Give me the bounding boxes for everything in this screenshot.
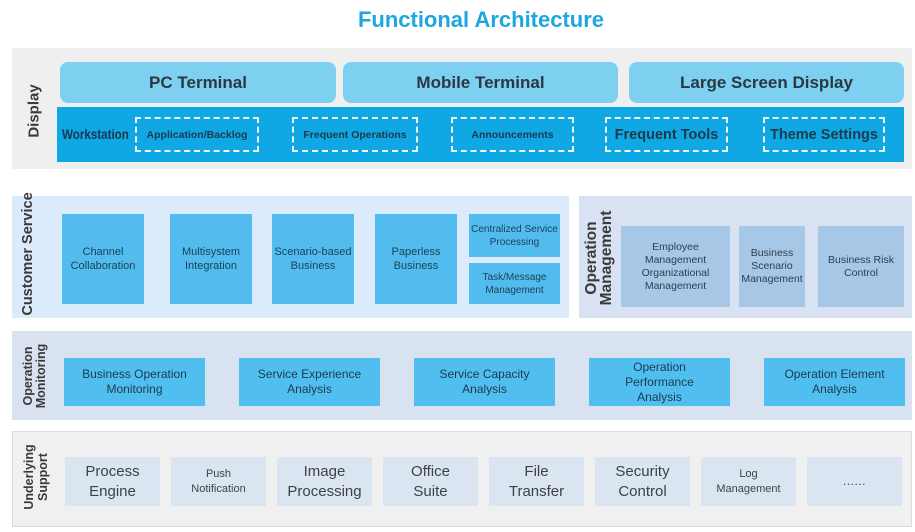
image-processing-box: Image Processing bbox=[277, 457, 372, 506]
operation-monitoring-section: Operation Monitoring Business Operation … bbox=[12, 331, 912, 420]
customer-service-section-label: Customer Service bbox=[20, 192, 36, 316]
operation-monitoring-section-label: Operation Monitoring bbox=[20, 343, 48, 408]
task-message-management-box: Task/Message Management bbox=[469, 263, 560, 304]
office-suite-box: Office Suite bbox=[383, 457, 478, 506]
centralized-service-processing-box: Centralized Service Processing bbox=[469, 214, 560, 257]
business-operation-monitoring-box: Business Operation Monitoring bbox=[64, 358, 205, 406]
large-screen-display-box: Large Screen Display bbox=[629, 62, 904, 103]
multisystem-integration-box: Multisystem Integration bbox=[170, 214, 252, 304]
underlying-support-section-label: Underlying Support bbox=[22, 444, 50, 510]
paperless-business-box: Paperless Business bbox=[375, 214, 457, 304]
log-management-box: Log Management bbox=[701, 457, 796, 506]
application-backlog-box: Application/Backlog bbox=[135, 117, 259, 152]
operation-element-analysis-box: Operation Element Analysis bbox=[764, 358, 905, 406]
display-section: Display PC Terminal Mobile Terminal Larg… bbox=[12, 48, 912, 169]
announcements-box: Announcements bbox=[451, 117, 574, 152]
security-control-box: Security Control bbox=[595, 457, 690, 506]
employee-management-box: Employee Management Organizational Manag… bbox=[621, 226, 730, 307]
frequent-operations-box: Frequent Operations bbox=[292, 117, 418, 152]
page-title: Functional Architecture bbox=[357, 7, 605, 32]
business-risk-control-box: Business Risk Control bbox=[818, 226, 904, 307]
process-engine-box: Process Engine bbox=[65, 457, 160, 506]
workstation-band: Workstation Application/Backlog Frequent… bbox=[57, 107, 904, 162]
underlying-support-section: Underlying Support Process Engine Push N… bbox=[12, 431, 912, 527]
workstation-label: Workstation bbox=[62, 127, 129, 142]
theme-settings-box: Theme Settings bbox=[763, 117, 885, 152]
scenario-based-business-box: Scenario-based Business bbox=[272, 214, 354, 304]
channel-collaboration-box: Channel Collaboration bbox=[62, 214, 144, 304]
service-capacity-analysis-box: Service Capacity Analysis bbox=[414, 358, 555, 406]
more-items-box: ...... bbox=[807, 457, 902, 506]
push-notification-box: Push Notification bbox=[171, 457, 266, 506]
display-section-label: Display bbox=[25, 84, 42, 138]
mobile-terminal-box: Mobile Terminal bbox=[343, 62, 618, 103]
operation-management-section-label: Operation Management bbox=[583, 210, 615, 305]
customer-service-section: Customer Service Channel Collaboration M… bbox=[12, 192, 569, 318]
business-scenario-management-box: Business Scenario Management bbox=[739, 226, 805, 307]
file-transfer-box: File Transfer bbox=[489, 457, 584, 506]
operation-performance-analysis-box: Operation Performance Analysis bbox=[589, 358, 730, 406]
frequent-tools-box: Frequent Tools bbox=[605, 117, 728, 152]
pc-terminal-box: PC Terminal bbox=[60, 62, 336, 103]
operation-management-section: Operation Management Employee Management… bbox=[579, 196, 912, 318]
service-experience-analysis-box: Service Experience Analysis bbox=[239, 358, 380, 406]
